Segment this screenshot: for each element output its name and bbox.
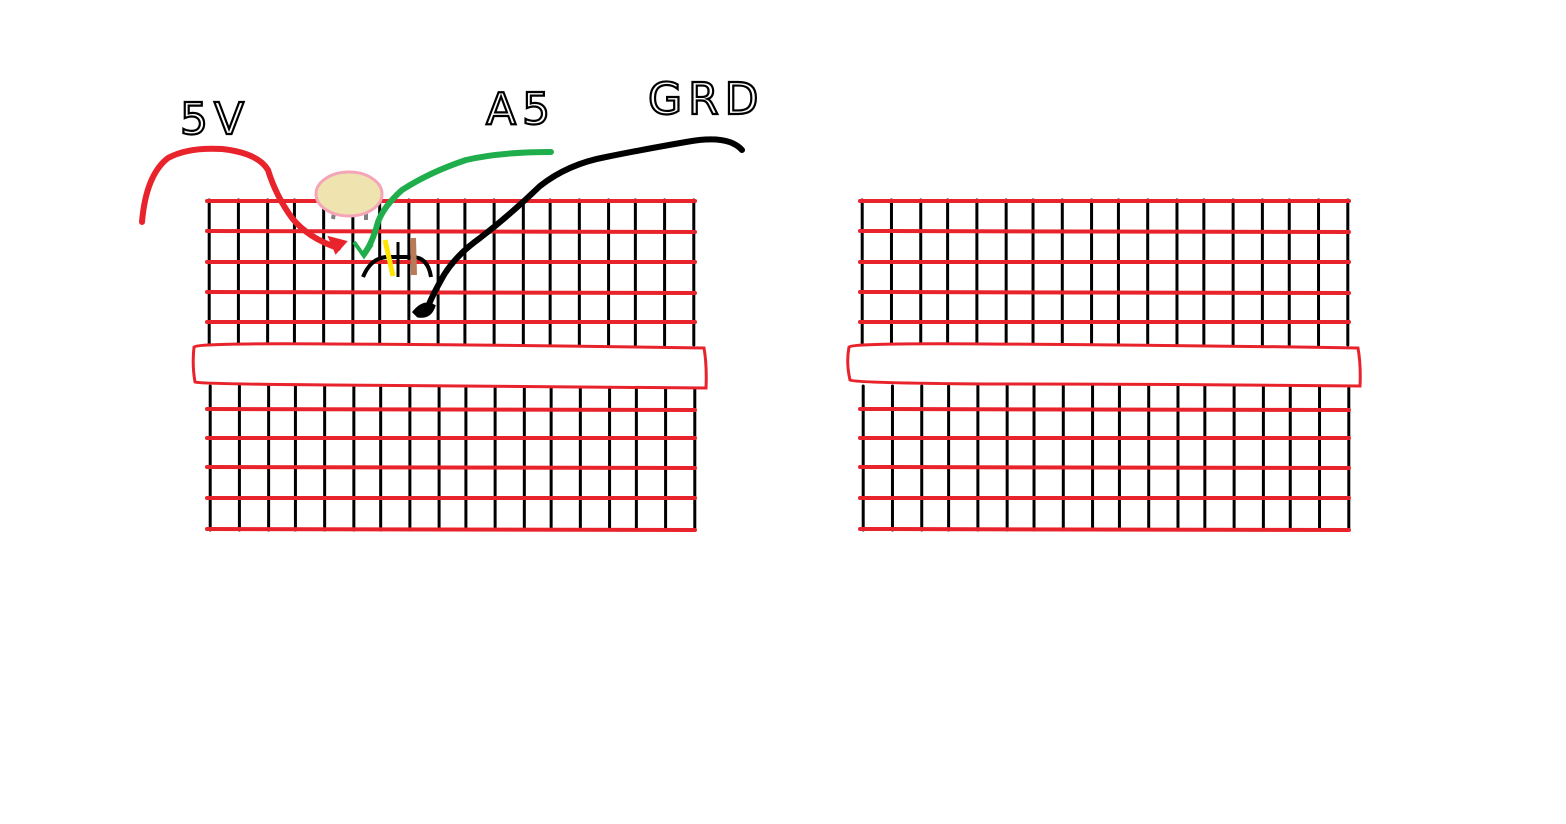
wire-a5-end [352,240,374,260]
breadboard-row [858,229,1351,234]
wire-ground [423,136,745,315]
right-breadboard-rows [858,199,1351,532]
breadboard-row [205,527,697,532]
label-ground: GRD [648,74,765,125]
breadboard-row [858,290,1351,295]
breadboard-row [205,290,697,295]
resistor [361,237,433,278]
wire-a5 [361,149,554,257]
label-5v: 5V [180,94,250,145]
right-breadboard-center-divider [846,342,1362,388]
left-breadboard [191,198,708,532]
wire-5v-end [327,235,348,255]
breadboard-row [858,407,1351,412]
left-breadboard-center-divider [191,342,708,390]
breadboard-row [858,527,1351,532]
breadboard-row [858,465,1351,470]
sensor-body [314,170,384,218]
round-sensor [314,170,384,220]
breadboard-row [205,465,697,470]
resistor-band-brown [410,237,417,276]
resistor-leads [361,254,433,278]
breadboard-row [205,407,697,412]
left-breadboard-rows [205,199,697,532]
label-a5: A5 [486,84,556,135]
wire-5v [139,145,341,251]
resistor-band-yellow [382,239,396,277]
breadboard-row [205,229,697,234]
right-breadboard [846,198,1362,532]
wire-ground-end [411,302,436,318]
